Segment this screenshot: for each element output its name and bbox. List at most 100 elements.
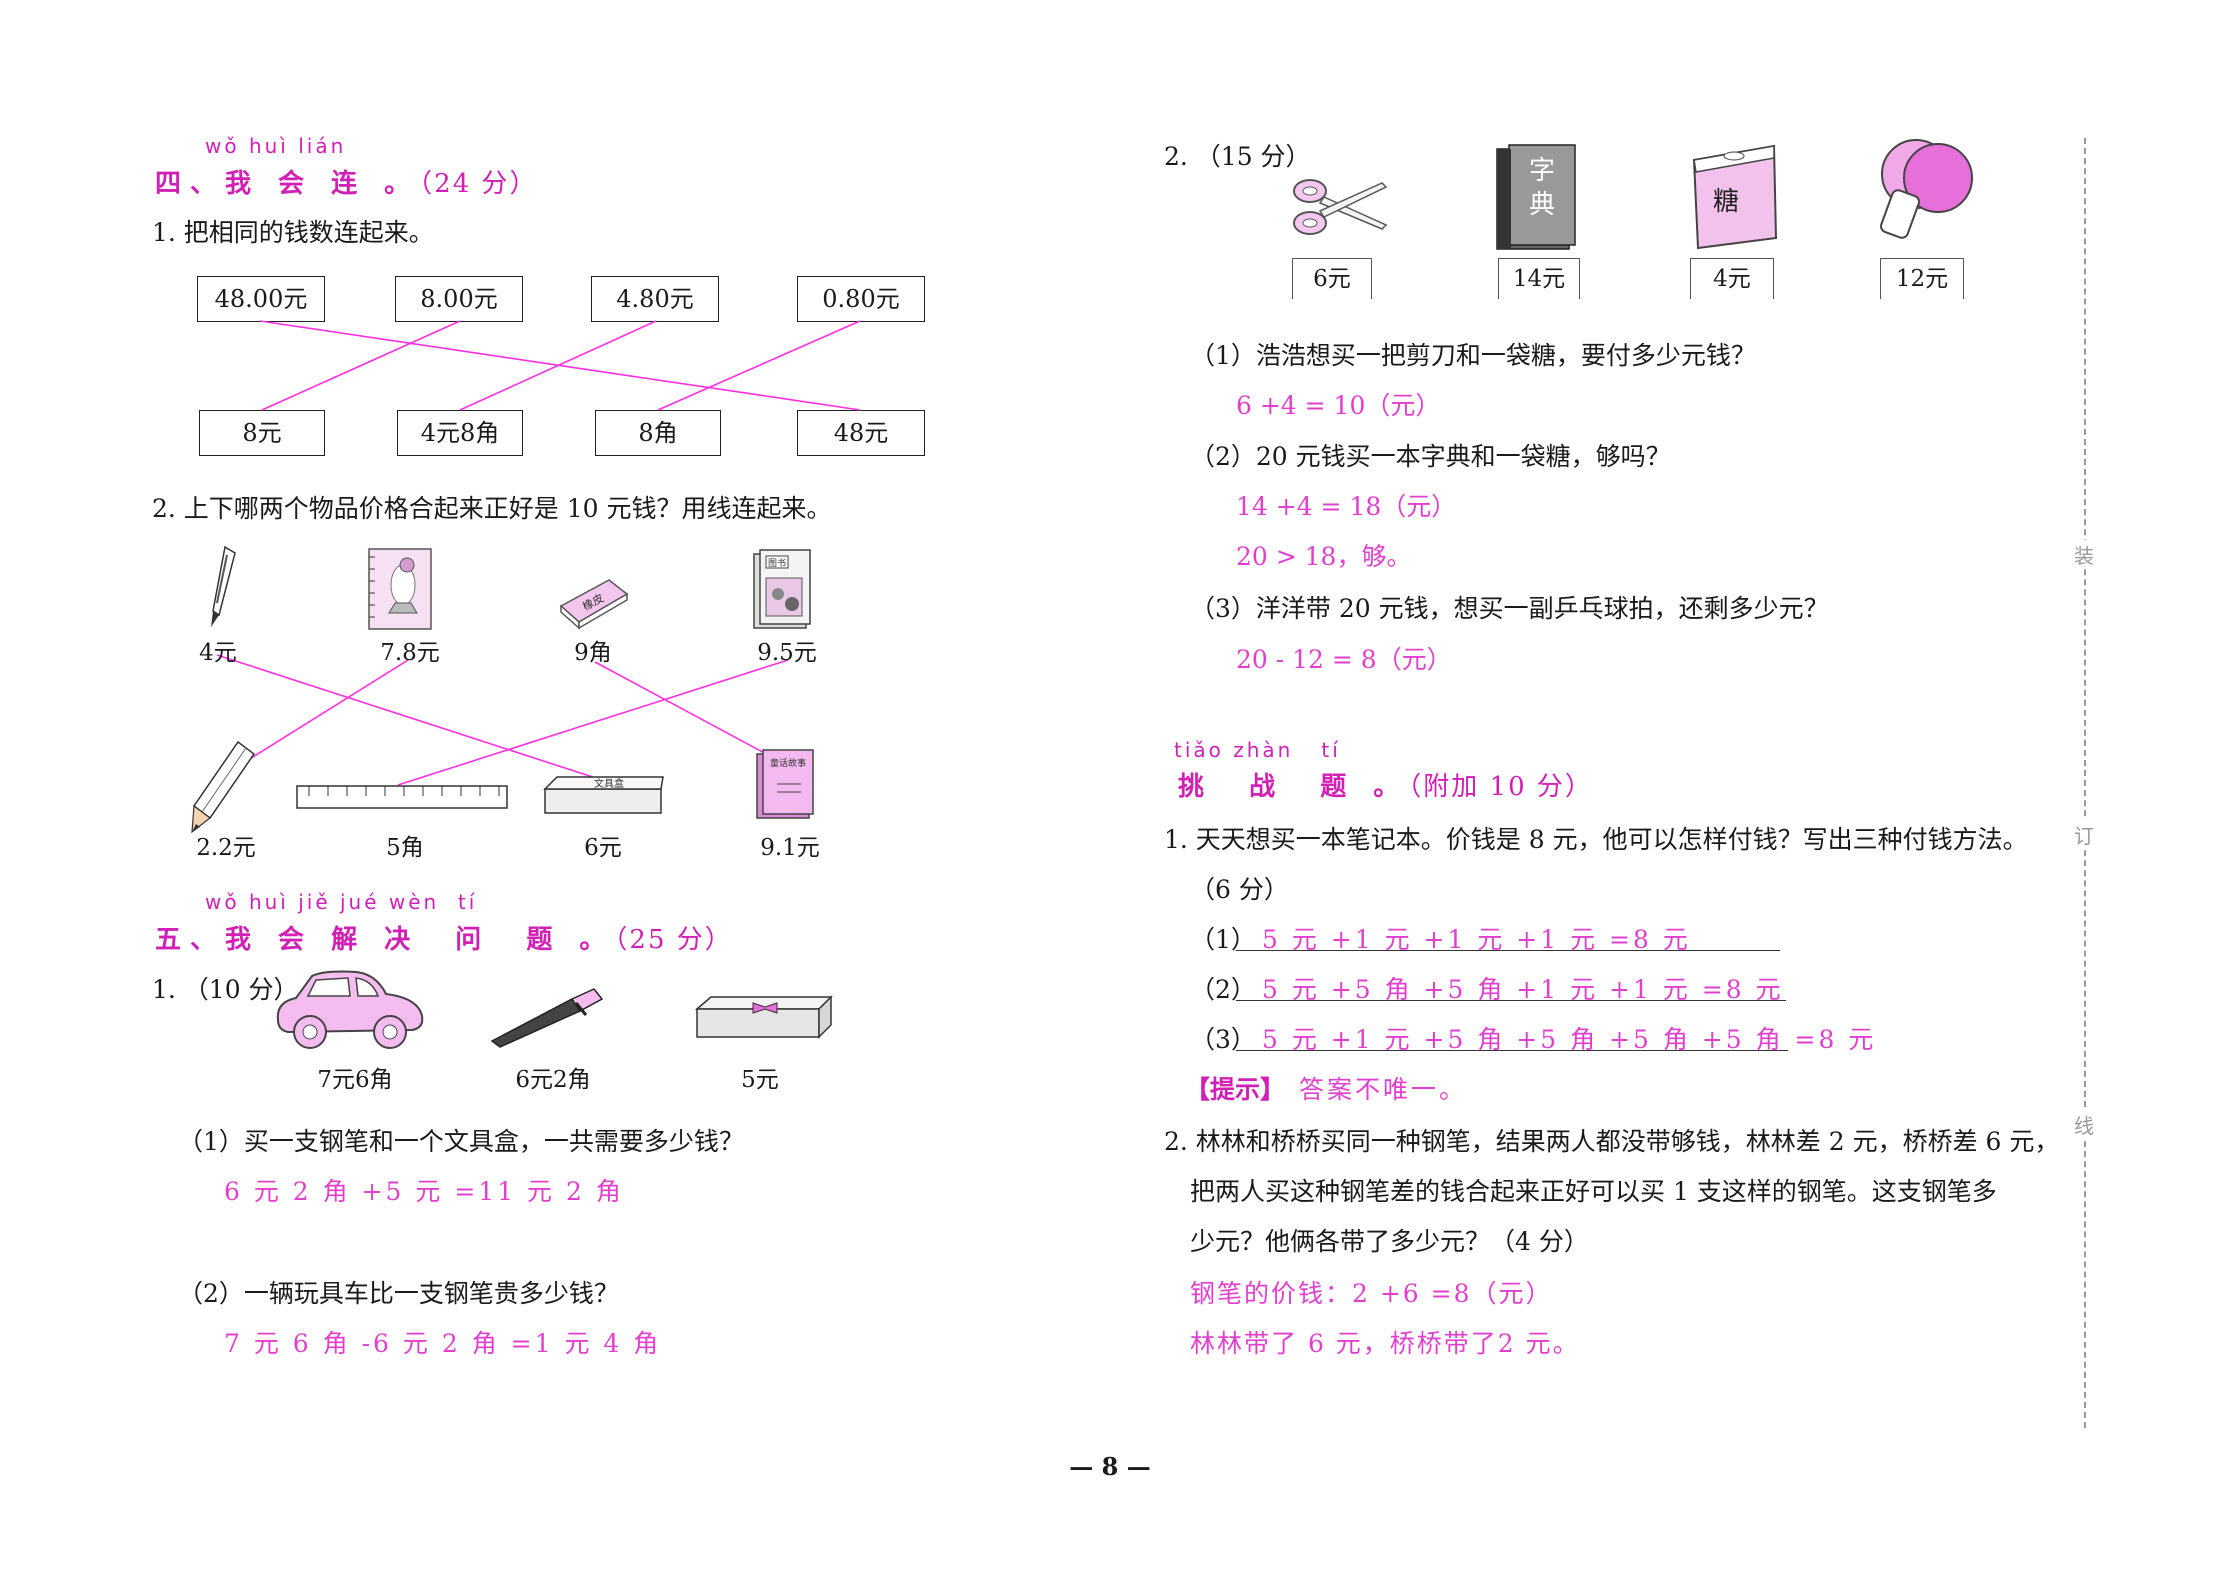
tip-label: 【提示】: [1185, 1075, 1286, 1104]
eraser-icon: 橡皮: [559, 579, 629, 630]
money-box-bottom-3: 8角: [595, 410, 721, 456]
match-line: [261, 320, 461, 411]
binding-mark-2: 订: [2072, 820, 2096, 849]
match-line: [259, 320, 861, 411]
pen-icon: [211, 545, 236, 627]
challenge-q1-num-2: （2）: [1190, 975, 1256, 1004]
price-tag-paddles: 12元: [1880, 258, 1964, 299]
r-q2-sub3-question: （3）洋洋带 20 元钱，想买一副乒乓球拍，还剩多少元？: [1190, 594, 1829, 623]
section5-title-text: 五、我 会 解 决 问 题 。: [155, 925, 615, 955]
ruler-icon: [296, 785, 508, 809]
money-box-bottom-2: 4元8角: [397, 410, 523, 456]
money-box-bottom-4: 48元: [797, 410, 925, 456]
s5-q1-sub1-answer: 6 元 2 角 +5 元 =11 元 2 角: [224, 1177, 624, 1206]
money-box-top-2: 8.00元: [395, 276, 523, 322]
challenge-q2-line1: 2. 林林和桥桥买同一种钢笔，结果两人都没带够钱，林林差 2 元，桥桥差 6 元…: [1164, 1127, 2060, 1156]
section4-points: （24 分）: [419, 169, 538, 199]
challenge-points: （附加 10 分）: [1408, 772, 1593, 802]
challenge-title-text: 挑 战 题 。: [1178, 772, 1409, 802]
challenge-q2-line3: 少元？他俩各带了多少元？（4 分）: [1190, 1227, 1589, 1256]
pencil-case-icon: 文具盒: [543, 776, 664, 814]
price-tag-dictionary: 14元: [1498, 258, 1580, 299]
r-q2-sub1-answer: 6 +4 = 10（元）: [1236, 391, 1441, 420]
price-pencil-box: 5元: [741, 1067, 779, 1093]
price-pen: 4元: [199, 640, 237, 666]
challenge-q2-line2: 把两人买这种钢笔差的钱合起来正好可以买 1 支这样的钢笔。这支钢笔多: [1190, 1177, 1997, 1206]
notebook-icon: [368, 548, 432, 630]
r-q2-sub1-question: （1）浩浩想买一把剪刀和一袋糖，要付多少元钱？: [1190, 341, 1756, 370]
scissors-icon: [1293, 179, 1388, 235]
book-icon: 图书: [753, 549, 811, 629]
s5-q1-sub1-question: （1）买一支钢笔和一个文具盒，一共需要多少钱？: [178, 1127, 744, 1156]
candy-bag-icon: 糖: [1692, 144, 1778, 250]
challenge-title: 挑 战 题 。（附加 10 分）: [1178, 766, 1593, 803]
money-box-top-4: 0.80元: [797, 276, 925, 322]
price-tag-candy: 4元: [1690, 258, 1774, 299]
pencil-case-label: 文具盒: [594, 777, 624, 790]
r-q2-label: 2. （15 分）: [1164, 142, 1311, 171]
challenge-q1-line2: （6 分）: [1190, 875, 1289, 904]
s4-q2-text: 2. 上下哪两个物品价格合起来正好是 10 元钱？用线连起来。: [152, 494, 832, 523]
storybook-label: 童话故事: [770, 757, 806, 769]
answer-line-2: [1236, 970, 1786, 1001]
toy-car-icon: [276, 970, 424, 1049]
challenge-q2-answer-2: 林林带了 6 元，桥桥带了2 元。: [1190, 1329, 1580, 1358]
price-eraser: 9角: [574, 640, 612, 666]
book-label: 图书: [768, 558, 786, 569]
money-box-top-1: 48.00元: [197, 276, 325, 322]
dictionary-char-2: 典: [1529, 190, 1555, 220]
pencil-icon: [191, 740, 256, 834]
fountain-pen-icon: [490, 988, 604, 1048]
section5-title: 五、我 会 解 决 问 题 。（25 分）: [155, 919, 733, 956]
price-toy-car: 7元6角: [317, 1067, 393, 1093]
section4-title: 四、我 会 连 。（24 分）: [155, 163, 538, 200]
dictionary-icon: 字 典: [1496, 144, 1576, 250]
section5-pinyin: wǒ huì jiě jué wèn tí: [205, 890, 478, 914]
money-box-bottom-1: 8元: [199, 410, 325, 456]
s4-q1-text: 1. 把相同的钱数连起来。: [152, 218, 434, 247]
binding-mark-3: 线: [2072, 1110, 2096, 1139]
challenge-q1-answer-1: 5 元 +1 元 +1 元 +1 元 =8 元: [1262, 925, 1691, 954]
tip: 【提示】答案不唯一。: [1185, 1070, 1467, 1106]
price-fountain-pen: 6元2角: [515, 1067, 591, 1093]
ping-pong-paddles-icon: [1880, 139, 1973, 239]
storybook-icon: 童话故事: [756, 749, 814, 819]
binding-line: [2084, 138, 2086, 1428]
price-notebook: 7.8元: [380, 640, 440, 666]
challenge-q1-num-1: （1）: [1190, 925, 1256, 954]
section4-pinyin: wǒ huì lián: [205, 134, 347, 158]
price-pencil-case: 6元: [584, 835, 622, 861]
price-tag-scissors: 6元: [1292, 258, 1372, 299]
r-q2-sub2-answer-2: 20 > 18，够。: [1236, 542, 1412, 571]
match-line: [216, 654, 609, 783]
r-q2-sub2-question: （2）20 元钱买一本字典和一袋糖，够吗？: [1190, 442, 1671, 471]
challenge-q1-num-3: （3）: [1190, 1025, 1256, 1054]
match-line: [244, 659, 409, 763]
r-q2-sub2-answer-1: 14 +4 = 18（元）: [1236, 492, 1457, 521]
binding-mark-1: 装: [2072, 540, 2096, 569]
price-book: 9.5元: [757, 640, 817, 666]
page-number: — 8 —: [1069, 1452, 1151, 1481]
pencil-box-icon: [694, 995, 833, 1039]
match-line: [397, 659, 789, 786]
section5-points: （25 分）: [614, 925, 733, 955]
s5-q1-sub2-question: （2）一辆玩具车比一支钢笔贵多少钱？: [178, 1279, 619, 1308]
money-box-top-3: 4.80元: [591, 276, 719, 322]
dictionary-char-1: 字: [1529, 156, 1555, 186]
price-storybook: 9.1元: [760, 835, 820, 861]
challenge-pinyin: tiǎo zhàn tí: [1174, 738, 1341, 762]
challenge-q1-answer-2: 5 元 +5 角 +5 角 +1 元 +1 元 =8 元: [1262, 975, 1784, 1004]
challenge-q2-answer-1: 钢笔的价钱：2 +6 =8（元）: [1190, 1279, 1553, 1308]
challenge-q1-answer-3: 5 元 +1 元 +5 角 +5 角 +5 角 +5 角 =8 元: [1262, 1025, 1877, 1054]
match-line: [657, 320, 861, 411]
answer-line-1: [1236, 920, 1780, 951]
challenge-q1-line1: 1. 天天想买一本笔记本。价钱是 8 元，他可以怎样付钱？写出三种付钱方法。: [1164, 825, 2028, 854]
candy-bag-char: 糖: [1713, 187, 1739, 217]
section4-title-text: 四、我 会 连 。: [155, 169, 420, 199]
match-line: [459, 320, 657, 411]
price-ruler: 5角: [386, 835, 424, 861]
price-pencil: 2.2元: [196, 835, 256, 861]
match-line: [594, 661, 771, 757]
r-q2-sub3-answer: 20 - 12 = 8（元）: [1236, 645, 1452, 674]
